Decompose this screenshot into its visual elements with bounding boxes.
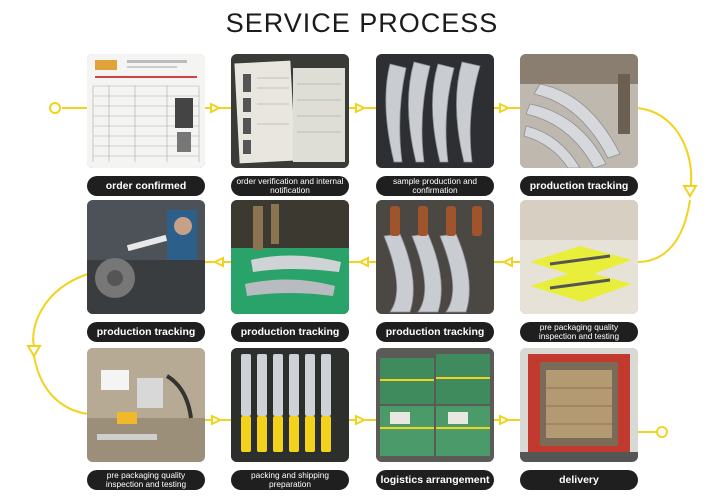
step-11-label: logistics arrangement [376, 470, 494, 490]
step-4-photo [520, 54, 638, 168]
step-10-label: packing and shipping preparation [231, 470, 349, 490]
step-1-label: order confirmed [87, 176, 205, 196]
step-3-label: sample production and confirmation [376, 176, 494, 196]
step-7-photo [231, 200, 349, 314]
step-5-photo [520, 200, 638, 314]
step-3-photo [376, 54, 494, 168]
step-1-photo [87, 54, 205, 168]
step-8-label: production tracking [87, 322, 205, 342]
page-title: SERVICE PROCESS [225, 8, 499, 38]
step-2-label: order verification and internal notifica… [231, 176, 349, 196]
step-11-photo [376, 348, 494, 462]
step-9-photo [87, 348, 205, 462]
step-9-label: pre packaging quality inspection and tes… [87, 470, 205, 490]
step-5-label: pre packaging quality inspection and tes… [520, 322, 638, 342]
step-6-label: production tracking [376, 322, 494, 342]
step-12-photo [520, 348, 638, 462]
step-6-photo [376, 200, 494, 314]
step-4-label: production tracking [520, 176, 638, 196]
step-2-photo [231, 54, 349, 168]
step-7-label: production tracking [231, 322, 349, 342]
step-12-label: delivery [520, 470, 638, 490]
step-10-photo [231, 348, 349, 462]
step-8-photo [87, 200, 205, 314]
